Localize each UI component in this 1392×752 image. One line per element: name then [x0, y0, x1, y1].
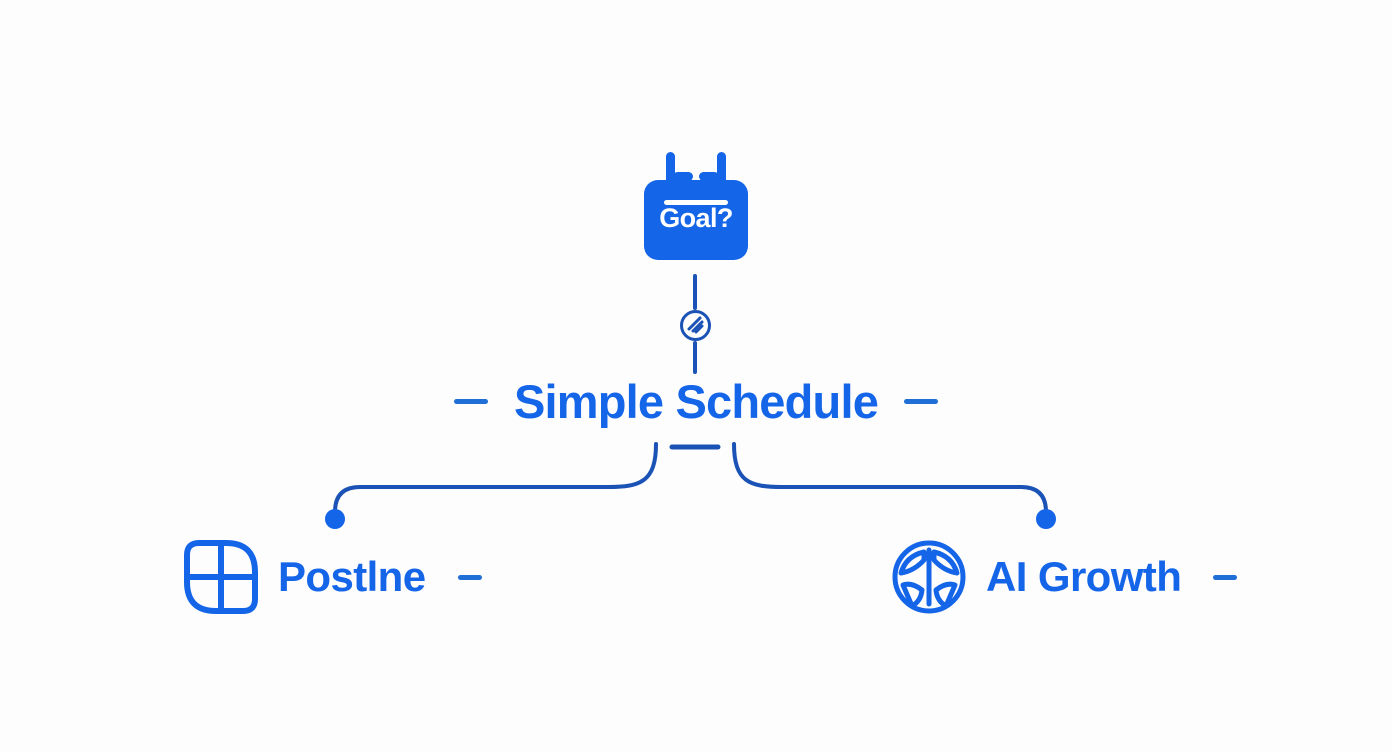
- title-right-dash: [904, 399, 939, 404]
- brain-icon: [890, 538, 968, 616]
- connector-branch-right: [732, 442, 1048, 521]
- branch-trailing-dash-left: [457, 574, 482, 580]
- calendar-icon: [644, 152, 748, 260]
- branch-label-ai-growth: AI Growth: [986, 553, 1182, 600]
- branch-trailing-dash-right: [1213, 574, 1238, 580]
- circle-logo-badge-icon: [680, 310, 711, 341]
- main-title-row: Simple Schedule: [0, 374, 1392, 429]
- branch-endpoint-dot-left: [325, 509, 345, 529]
- branch-endpoint-dot-right: [1036, 509, 1056, 529]
- branch-node-ai-growth[interactable]: AI Growth: [890, 538, 1238, 616]
- grid-window-icon: [182, 538, 260, 616]
- title-left-dash: [453, 399, 488, 404]
- root-node-goal[interactable]: Goal?: [640, 146, 752, 264]
- branch-label-postlne: Postlne: [278, 553, 426, 600]
- branch-node-postlne[interactable]: Postlne: [182, 538, 482, 616]
- connector-badge[interactable]: [679, 309, 712, 342]
- main-title: Simple Schedule: [513, 375, 879, 428]
- connector-branch-left: [333, 442, 658, 521]
